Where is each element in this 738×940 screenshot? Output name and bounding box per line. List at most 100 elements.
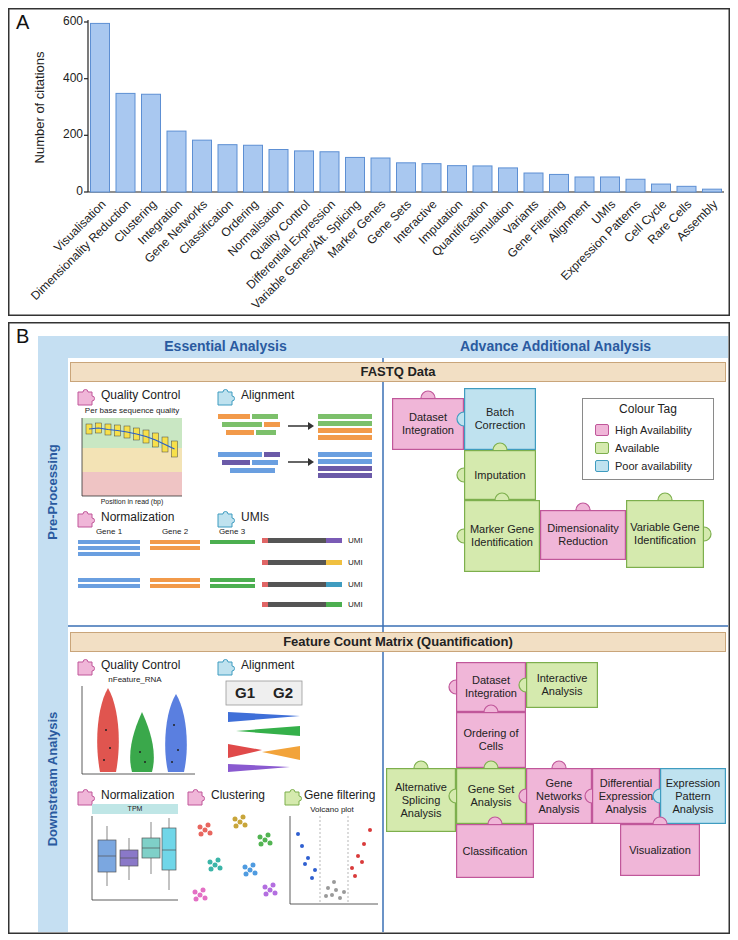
cluster-scatter — [248, 868, 253, 873]
cluster-scatter — [193, 815, 278, 902]
bar — [346, 157, 365, 192]
quality-plot — [82, 472, 182, 496]
box-plot — [92, 804, 178, 814]
figure-label: Alignment — [241, 659, 294, 673]
piece-label: Expression Pattern Analysis — [664, 777, 722, 816]
normalization-bars — [150, 546, 200, 550]
cluster-scatter — [273, 891, 278, 896]
legend-swatch — [595, 442, 609, 454]
violin-plot — [97, 688, 119, 772]
puzzle-body — [465, 501, 540, 572]
figure-label: TPM — [128, 805, 143, 813]
puzzle-body — [621, 825, 700, 876]
figure-label: Quality Control — [101, 389, 180, 403]
legend-text: High Availability — [615, 423, 692, 437]
chart-axes — [84, 78, 88, 79]
cluster-scatter — [203, 896, 208, 901]
volcano-plot — [296, 832, 300, 836]
figure-label: Normalization — [101, 789, 174, 803]
header-cell: Essential Analysis — [68, 336, 383, 358]
umi-reads — [326, 560, 342, 565]
umi-reads — [326, 582, 342, 587]
umi-reads — [262, 560, 268, 565]
violin-plot — [103, 724, 179, 763]
bar — [244, 145, 263, 192]
cluster-scatter — [234, 824, 239, 829]
cluster-scatter — [271, 883, 276, 888]
normalization-bars — [150, 540, 200, 544]
box-plot — [98, 818, 176, 890]
normalization-bars — [210, 584, 255, 588]
puzzle-icons — [188, 790, 205, 806]
figure-label: Clustering — [211, 789, 265, 803]
quality-plot — [89, 428, 175, 449]
umi-reads — [262, 538, 268, 543]
volcano-plot — [334, 888, 338, 892]
panel-letter: B — [16, 325, 29, 347]
piece-label: Alternative Splicing Analysis — [390, 781, 452, 820]
alignment-reads — [318, 459, 372, 464]
violin-plot — [82, 774, 195, 775]
normalization-bars — [78, 546, 140, 550]
puzzle-icons — [78, 790, 95, 806]
bar — [550, 174, 569, 192]
alignment-reads — [318, 466, 372, 471]
cluster-scatter — [201, 888, 206, 893]
cluster-scatter — [258, 835, 263, 840]
quality-plot — [82, 418, 182, 496]
panel-frame: A — [8, 8, 730, 316]
cluster-scatter — [206, 823, 211, 828]
cluster-scatter — [268, 888, 273, 893]
legend-box: Colour TagHigh AvailabilityAvailablePoor… — [582, 398, 714, 480]
chart-axes — [87, 20, 88, 192]
cluster-scatter — [198, 893, 203, 898]
figure-label: Alignment — [241, 389, 294, 403]
cluster-scatter — [263, 838, 268, 843]
figure-label: Quality Control — [101, 659, 180, 673]
box-plot — [98, 840, 116, 872]
bar — [269, 150, 288, 193]
bar — [295, 151, 314, 192]
alignment-reads — [218, 452, 262, 457]
puzzle-body — [457, 825, 534, 878]
figure-label: G2 — [273, 684, 293, 701]
cluster-scatter — [193, 890, 198, 895]
alignment-reads — [264, 452, 280, 457]
puzzle-body — [527, 769, 592, 824]
puzzle-icons — [218, 512, 235, 528]
header-text: Essential Analysis — [68, 339, 383, 354]
piece-label: Gene Networks Analysis — [530, 777, 588, 816]
section-band: Downstream Analysis — [38, 626, 68, 932]
volcano-plot — [320, 816, 321, 904]
puzzle-body — [593, 769, 660, 824]
volcano-plot — [360, 860, 364, 864]
puzzle-icons — [218, 390, 235, 406]
bar — [601, 177, 620, 192]
figure-label: Gene filtering — [304, 789, 375, 803]
alignment-wedges — [262, 746, 300, 760]
umi-reads — [268, 560, 326, 565]
bar — [193, 140, 212, 192]
alignment-wedges — [228, 764, 290, 772]
figure-label: Position in read (bp) — [101, 498, 164, 506]
piece-label: Batch Correction — [468, 406, 532, 432]
cluster-scatter — [208, 858, 223, 872]
cluster-scatter — [194, 897, 199, 902]
piece-label: Ordering of Cells — [460, 727, 522, 753]
alignment-wedges — [228, 712, 300, 722]
figure-label: Gene 1 — [96, 527, 122, 536]
cluster-scatter — [213, 863, 218, 868]
puzzle-body — [527, 663, 598, 708]
figure-label: UMI — [348, 558, 363, 567]
alignment-reads — [252, 460, 278, 465]
alignment-reads — [222, 422, 262, 427]
alignment-reads — [218, 414, 372, 478]
header-text: Advance Additional Analysis — [383, 339, 728, 354]
band-text: Downstream Analysis — [46, 712, 60, 847]
panel-grid — [38, 625, 728, 627]
axis-label: 200 — [63, 128, 83, 142]
bar — [677, 186, 696, 192]
normalization-bars — [78, 552, 140, 556]
box-plot — [92, 804, 178, 900]
alignment-reads — [222, 460, 250, 465]
